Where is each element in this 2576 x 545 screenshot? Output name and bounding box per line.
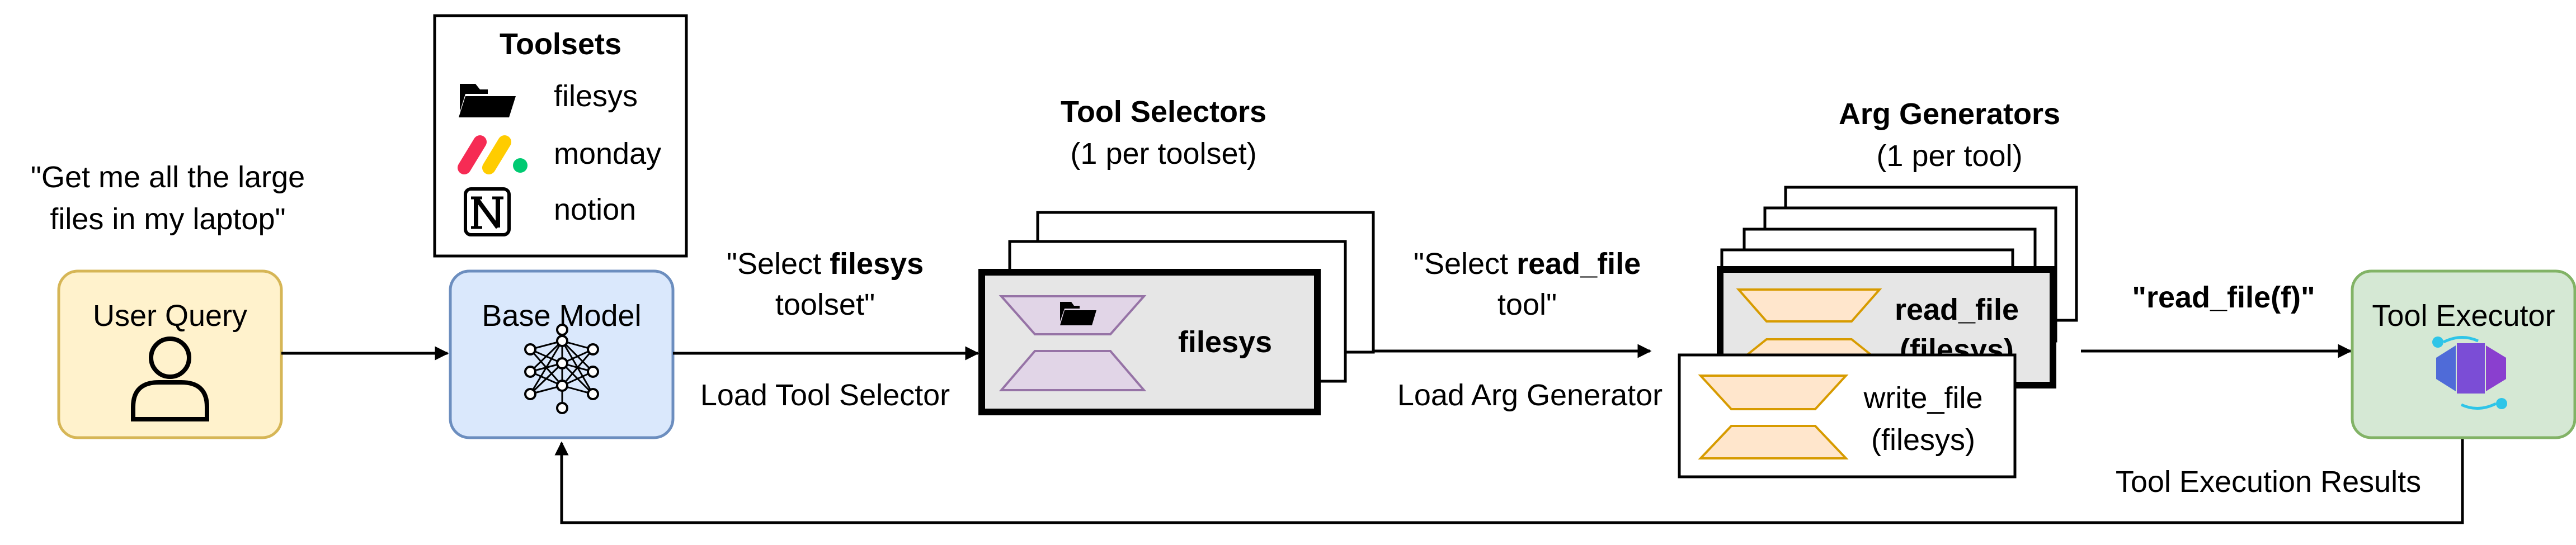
arg-generators-group[interactable]: Arg Generators (1 per tool) read_file (f… [1678,97,2078,478]
folder-icon [1060,302,1096,325]
user-query-quote-line1: "Get me all the large [31,160,305,194]
arg-write-file-toolset: (filesys) [1871,423,1975,457]
selector-bottom-trapezoid [999,350,1147,391]
arg-write-top-trapezoid [1698,375,1849,410]
notion-logo-icon [464,187,511,236]
load-tool-selector-label: Load Tool Selector [700,378,950,412]
select-tool-label: "Select read_file tool" Load Arg Generat… [1397,247,1663,412]
edge-executor-feedback [554,438,2464,524]
base-model-node[interactable]: Base Model [449,269,675,439]
select-tool-line2: tool" [1497,288,1557,321]
toolsets-legend: Toolsets filesys monday notion [433,14,688,258]
tool-selectors-subtitle: (1 per toolset) [1070,137,1256,170]
tool-selectors-title: Tool Selectors [1061,95,1266,129]
toolsets-title: Toolsets [500,27,621,61]
tool-call-label: "read_file(f)" [2132,281,2315,314]
arg-write-bottom-trapezoid [1698,425,1849,459]
tool-executor-title: Tool Executor [2372,299,2555,333]
monday-logo-icon [458,135,528,174]
arg-read-top-trapezoid [1736,288,1882,323]
select-toolset-line2: toolset" [775,288,875,321]
executor-app-icon [2432,335,2507,410]
tool-selector-label: filesys [1178,325,1272,359]
arg-generators-subtitle: (1 per tool) [1876,139,2022,173]
tool-execution-results-label: Tool Execution Results [2116,465,2421,499]
user-query-title: User Query [93,299,247,333]
load-arg-generator-label: Load Arg Generator [1397,378,1663,412]
select-toolset-label: "Select filesys toolset" Load Tool Selec… [700,247,950,412]
neural-network-icon [524,324,599,414]
arg-read-file-name: read_file [1895,293,2019,326]
select-tool-line1: "Select read_file [1414,247,1641,281]
toolset-item-monday: monday [554,137,661,170]
user-icon [131,337,209,421]
user-query-node[interactable]: "Get me all the large files in my laptop… [31,160,305,439]
user-query-box [57,269,283,439]
arg-generators-title: Arg Generators [1839,97,2060,131]
folder-icon [459,84,516,117]
arg-read-bottom-trapezoid [1744,338,1875,356]
toolset-item-notion: notion [554,193,636,226]
arg-write-file-name: write_file [1863,381,1982,415]
toolset-item-filesys: filesys [554,79,638,113]
tool-executor-node[interactable]: Tool Executor [2351,269,2576,439]
tool-selectors-group[interactable]: Tool Selectors (1 per toolset) filesys [978,95,1375,415]
select-toolset-line1: "Select filesys [727,247,924,281]
user-query-quote-line2: files in my laptop" [50,202,285,236]
